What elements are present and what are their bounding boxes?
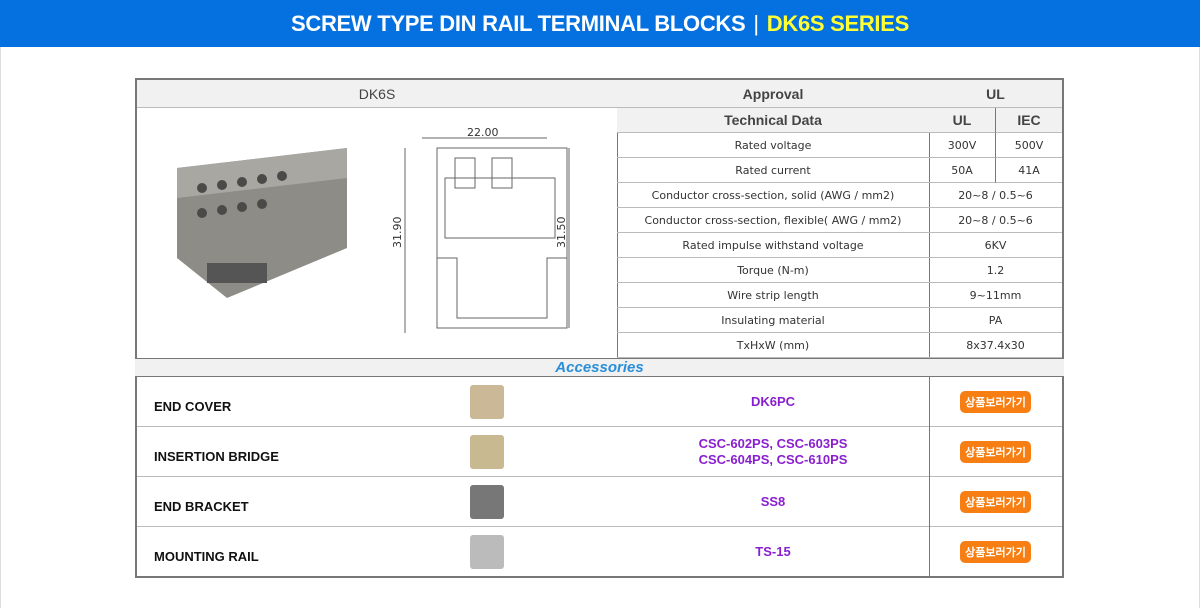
- product-photo: 22.00 31.90 31.50: [177, 126, 570, 333]
- banner-series: DK6S SERIES: [766, 10, 910, 36]
- approval-label: Approval: [617, 80, 930, 108]
- accessory-name: INSERTION BRIDGE: [154, 449, 279, 464]
- width-dimension: 22.00: [467, 126, 499, 139]
- accessory-code: CSC-602PS, CSC-603PS: [698, 436, 848, 451]
- spec-value: 20~8 / 0.5~6: [929, 183, 1062, 208]
- view-product-button[interactable]: 상품보러가기: [960, 391, 1031, 413]
- spec-label: Rated voltage: [617, 133, 930, 158]
- right-height-dimension: 31.50: [555, 217, 568, 249]
- spec-label: Rated current: [617, 158, 930, 183]
- accessory-code: DK6PC: [750, 394, 796, 409]
- tech-data-header: Technical Data: [617, 108, 930, 133]
- spec-ul-value: 50A: [929, 158, 996, 183]
- end-bracket-image: [470, 485, 504, 519]
- accessory-name: END COVER: [154, 399, 232, 414]
- spec-value: PA: [929, 308, 1062, 333]
- accessories-title: Accessories: [135, 358, 1064, 377]
- spec-value: 20~8 / 0.5~6: [929, 208, 1062, 233]
- spec-value: 9~11mm: [929, 283, 1062, 308]
- dimension-drawing: [404, 137, 570, 333]
- spec-label: Torque (N-m): [617, 258, 930, 283]
- spec-iec-value: 41A: [996, 158, 1062, 183]
- accessory-code: SS8: [760, 494, 786, 509]
- spec-label: Wire strip length: [617, 283, 930, 308]
- end-cover-image: [470, 385, 504, 419]
- spec-table: [135, 78, 1064, 578]
- banner-separator: |: [753, 10, 759, 36]
- spec-value: 8x37.4x30: [929, 333, 1062, 358]
- accessory-name: END BRACKET: [154, 499, 249, 514]
- product-image-cell: 22.00 31.90 31.50: [137, 108, 618, 358]
- ul-column-header: UL: [929, 108, 996, 133]
- spec-label: Insulating material: [617, 308, 930, 333]
- spec-ul-value: 300V: [929, 133, 996, 158]
- spec-value: 1.2: [929, 258, 1062, 283]
- view-product-button[interactable]: 상품보러가기: [960, 491, 1031, 513]
- view-product-button[interactable]: 상품보러가기: [960, 541, 1031, 563]
- view-product-button[interactable]: 상품보러가기: [960, 441, 1031, 463]
- accessory-code: TS-15: [755, 544, 791, 559]
- spec-label: TxHxW (mm): [617, 333, 930, 358]
- accessory-name: MOUNTING RAIL: [154, 549, 259, 564]
- approval-value: UL: [929, 80, 1062, 108]
- spec-label: Conductor cross-section, flexible( AWG /…: [617, 208, 930, 233]
- spec-label: Rated impulse withstand voltage: [617, 233, 930, 258]
- accessory-code: CSC-604PS, CSC-610PS: [698, 452, 848, 467]
- spec-value: 6KV: [929, 233, 1062, 258]
- spec-label: Conductor cross-section, solid (AWG / mm…: [617, 183, 930, 208]
- banner-title: SCREW TYPE DIN RAIL TERMINAL BLOCKS: [291, 10, 746, 36]
- iec-column-header: IEC: [996, 108, 1062, 133]
- left-height-dimension: 31.90: [391, 217, 404, 249]
- model-header: DK6S: [137, 80, 618, 108]
- insertion-bridge-image: [470, 435, 504, 469]
- page-banner: SCREW TYPE DIN RAIL TERMINAL BLOCKS | DK…: [0, 0, 1200, 47]
- spec-iec-value: 500V: [996, 133, 1062, 158]
- mounting-rail-image: [470, 535, 504, 569]
